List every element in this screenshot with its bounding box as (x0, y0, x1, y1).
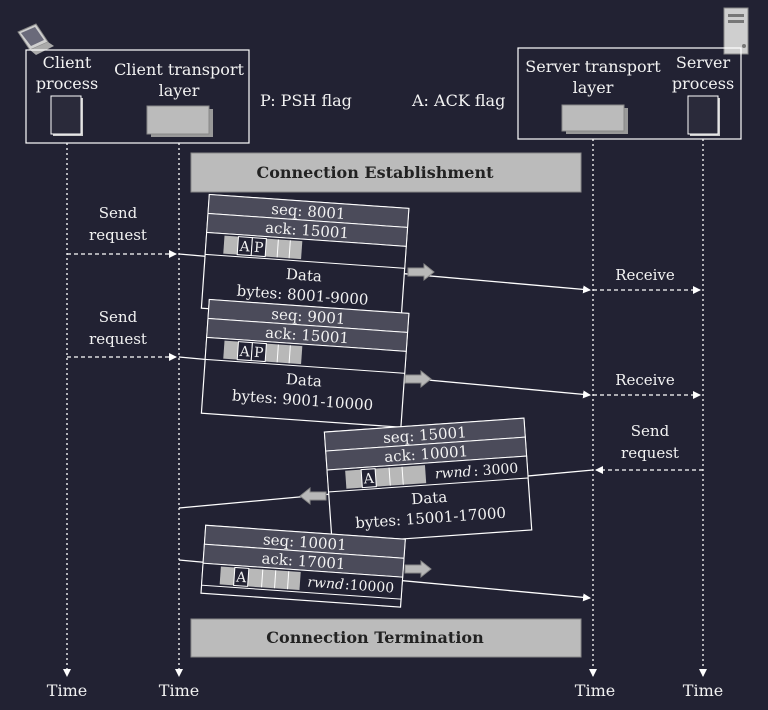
server-transport-label: Server transport (525, 57, 661, 76)
rwnd-value: : 3000 (473, 461, 519, 480)
client-transport-label: layer (159, 81, 200, 100)
psh-flag: P (253, 240, 264, 257)
segment-seq: seq: 10001 (262, 530, 347, 554)
ack-flag-legend: A: ACK flag (411, 91, 505, 110)
segment-ack: ack: 15001 (265, 219, 350, 243)
svg-text:Connection Establishment: Connection Establishment (256, 163, 494, 182)
direction-arrow-icon (407, 262, 435, 282)
send-request-label: request (621, 444, 679, 462)
client-transport-label: Client transport (114, 60, 244, 79)
time-label: Time (47, 681, 87, 700)
time-label: Time (683, 681, 723, 700)
send-request-label: request (89, 226, 147, 244)
segment-ack: ack: 10001 (384, 442, 469, 466)
segment-data: Data (285, 370, 322, 390)
direction-arrow-icon (404, 369, 432, 389)
svg-text:Connection Termination: Connection Termination (266, 628, 484, 647)
ack-flag: A (238, 239, 251, 256)
ack-flag: A (235, 570, 248, 587)
laptop-icon (17, 23, 54, 55)
server-host-box: Server transport layer Server process (517, 47, 742, 140)
send-request-label: request (89, 330, 147, 348)
connection-termination-banner: Connection Termination (190, 618, 582, 658)
send-request-label: Send (631, 422, 670, 440)
receive-label: Receive (615, 266, 675, 284)
ack-flag: A (238, 344, 251, 361)
rwnd-value: :10000 (344, 577, 394, 596)
send-request-label: Send (99, 308, 138, 326)
server-tower-icon (723, 7, 749, 55)
psh-flag: P (253, 345, 264, 362)
timelines (63, 139, 707, 677)
segment-seq: seq: 15001 (382, 423, 467, 447)
segment-1: seq: 8001 ack: 15001 A P Data bytes: 800… (200, 193, 410, 323)
psh-flag-legend: P: PSH flag (260, 91, 352, 110)
segment-data: Data (285, 265, 322, 285)
segment-2: seq: 9001 ack: 15001 A P Data bytes: 900… (200, 298, 410, 428)
segment-3: seq: 15001 ack: 10001 A rwnd : 3000 Data… (323, 417, 533, 545)
rwnd-label: rwnd (307, 575, 345, 594)
direction-arrow-icon (299, 486, 327, 506)
send-request-label: Send (99, 204, 138, 222)
time-label: Time (159, 681, 199, 700)
server-process-label: Server (676, 53, 731, 72)
client-process-label: Client (43, 53, 92, 72)
connection-establishment-banner: Connection Establishment (190, 152, 582, 193)
ack-flag: A (362, 471, 375, 488)
segment-seq: seq: 8001 (271, 200, 346, 223)
receive-label: Receive (615, 371, 675, 389)
segment-4: seq: 10001 ack: 17001 A rwnd :10000 (200, 524, 406, 608)
direction-arrow-icon (404, 559, 432, 579)
server-transport-label: layer (573, 78, 614, 97)
segment-ack: ack: 15001 (265, 324, 350, 348)
rwnd-label: rwnd (434, 464, 472, 483)
segment-seq: seq: 9001 (271, 305, 346, 328)
client-process-label: process (36, 74, 98, 93)
segment-ack: ack: 17001 (261, 549, 346, 573)
segment-data: Data (411, 488, 448, 508)
server-process-label: process (672, 74, 734, 93)
time-label: Time (575, 681, 615, 700)
client-host-box: Client process Client transport layer (25, 49, 250, 144)
